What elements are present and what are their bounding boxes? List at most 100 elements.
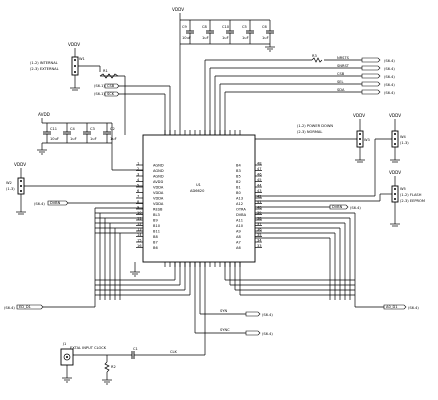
- ic-u1: U1 AD6620 AGND1AGND2AGND3AVDD4VDDA5VDDA6…: [136, 130, 262, 267]
- ic-left-pin-number: 16: [137, 244, 142, 248]
- ic-left-pin-number: 2: [137, 167, 139, 171]
- svg-text:C3: C3: [90, 127, 95, 131]
- svg-text:(S6.1): (S6.1): [94, 92, 105, 96]
- svg-text:1uF: 1uF: [110, 137, 117, 141]
- svg-text:C4: C4: [70, 127, 76, 131]
- analog-cap-c3: C3 1uF: [83, 123, 97, 143]
- ic-right-pin-label: B0: [236, 191, 241, 195]
- ic-left-pin-label: B10: [153, 224, 161, 228]
- ic-top-pins: [164, 130, 241, 135]
- ic-left-pin-label: VDDA: [153, 185, 164, 189]
- ic-right-pin-number: 37: [257, 222, 262, 226]
- svg-text:(2-3) EXTERNAL: (2-3) EXTERNAL: [30, 67, 59, 71]
- ic-left-pin-label: B8: [153, 235, 158, 239]
- ic-left-pin-label: BL3: [153, 213, 160, 217]
- ic-right-pin-number: 41: [257, 200, 262, 204]
- analog-cap-c4: C4 1uF: [63, 123, 77, 143]
- svg-text:1uF: 1uF: [222, 36, 229, 40]
- bottom-net-syn: SYN (S6.4): [199, 262, 273, 317]
- svg-text:VDDV: VDDV: [389, 170, 401, 175]
- svg-text:R3: R3: [312, 54, 317, 58]
- ic-left-pin-label: AVDD: [153, 180, 163, 184]
- svg-text:J1: J1: [62, 342, 66, 346]
- svg-text:(1-2) INTERNAL: (1-2) INTERNAL: [30, 61, 58, 65]
- svg-text:ED_D1: ED_D1: [19, 305, 31, 309]
- svg-text:C11: C11: [50, 127, 57, 131]
- ic-right-pin-label: B4: [236, 163, 241, 167]
- svg-text:1uF: 1uF: [242, 36, 249, 40]
- svg-text:1uF: 1uF: [90, 137, 97, 141]
- svg-text:(S6.4): (S6.4): [262, 332, 273, 336]
- clock-cap-c1: C1 CLK: [131, 262, 206, 359]
- ic-right-pin-number: 36: [257, 227, 262, 231]
- top-decoupling-bank: VDDV C9 10uF C8 1uF C10 1uF: [172, 7, 275, 130]
- ic-right-pin-number: 45: [257, 178, 262, 182]
- resistor-r2: R2: [102, 355, 116, 385]
- svg-text:W4: W4: [400, 135, 407, 139]
- clock-connector-j1: J1 EXTAL INPUT CLOCK: [60, 342, 132, 383]
- ic-right-pin-label: A8: [236, 235, 241, 239]
- ic-left-pin-label: RESB: [153, 207, 163, 211]
- ic-body: [142, 134, 256, 263]
- svg-text:(S6.4): (S6.4): [384, 83, 395, 87]
- svg-text:W2: W2: [6, 181, 12, 185]
- left-net-csb: (S6.1) CSB: [94, 83, 171, 135]
- analog-decoupling-bank: AVDD C11 10uF C4 1uF C3 1uF: [37, 112, 143, 171]
- ic-left-pin-number: 3: [137, 172, 139, 176]
- ic-right-pin-label: A11: [236, 218, 243, 222]
- decoupling-cap-c9: C9 10uF: [182, 20, 194, 44]
- ic-left-pin-number: 12: [137, 222, 142, 226]
- svg-text:SYNC: SYNC: [220, 328, 230, 332]
- svg-text:SCK: SCK: [107, 92, 115, 96]
- ic-left-pin-number: 5: [137, 183, 139, 187]
- ic-right-pin-label: OTRA: [236, 207, 246, 211]
- svg-text:C8: C8: [202, 25, 208, 29]
- ic-left-pin-label: B7: [153, 240, 158, 244]
- svg-text:AVDD: AVDD: [38, 112, 50, 117]
- ic-right-pin-number: 48: [257, 161, 262, 165]
- svg-text:NRSTS: NRSTS: [337, 56, 350, 60]
- svg-text:(S6.1): (S6.1): [94, 84, 105, 88]
- jumper-w4: VDDV W4 (1-3): [255, 113, 409, 197]
- left-mid-net: (S6.4) DVBN: [34, 200, 143, 206]
- svg-text:C10: C10: [222, 25, 230, 29]
- jumper-w1: VDDV W1 (1-2) INTERNAL (2-3) EXTERNAL R1: [30, 42, 126, 135]
- ic-part-number: AD6620: [190, 189, 205, 193]
- ic-left-pin-label: B9: [153, 218, 158, 222]
- svg-text:(2-3) EEPROM: (2-3) EEPROM: [400, 199, 425, 203]
- right-data-bus: [224, 212, 356, 300]
- ic-bottom-pins: [164, 262, 241, 267]
- svg-text:SEL: SEL: [337, 80, 344, 84]
- svg-text:W3: W3: [364, 138, 370, 142]
- ic-left-pin-number: 1: [137, 161, 139, 165]
- ic-left-pin-number: 10: [137, 211, 142, 215]
- svg-text:SYN: SYN: [220, 309, 227, 313]
- ic-right-pin-label: B5: [236, 174, 241, 178]
- svg-text:C6: C6: [262, 25, 268, 29]
- ic-left-pin-label: B6: [153, 246, 158, 250]
- ic-right-pin-number: 40: [257, 205, 262, 209]
- ic-right-pin-label: DVBA: [236, 213, 247, 217]
- svg-text:SDA: SDA: [337, 88, 345, 92]
- ic-right-pin-number: 47: [257, 167, 262, 171]
- ic-right-pin-label: B1: [236, 185, 241, 189]
- ic-left-pins: AGND1AGND2AGND3AVDD4VDDA5VDDA6VDDA7VDDA8…: [136, 161, 164, 250]
- ic-right-pin-number: 33: [257, 244, 262, 248]
- ic-left-pin-number: 4: [137, 178, 140, 182]
- top-vdd-label: VDDV: [172, 7, 184, 12]
- svg-text:(1-3): (1-3): [6, 187, 15, 191]
- svg-text:(S6.4): (S6.4): [350, 206, 361, 210]
- ic-right-pin-label: A7: [236, 240, 241, 244]
- svg-text:(1-3): (1-3): [400, 141, 409, 145]
- ic-right-pin-label: B2: [236, 180, 241, 184]
- ic-right-pin-number: 35: [257, 233, 262, 237]
- ic-right-pin-label: B3: [236, 169, 241, 173]
- decoupling-cap-c10: C10 1uF: [222, 20, 234, 44]
- svg-text:(S6.4): (S6.4): [384, 91, 395, 95]
- svg-text:CLK: CLK: [170, 350, 178, 354]
- ic-right-pin-label: A13: [236, 196, 243, 200]
- ic-left-pin-number: 8: [137, 200, 140, 204]
- svg-text:10uF: 10uF: [50, 137, 59, 141]
- svg-text:R1: R1: [103, 69, 108, 73]
